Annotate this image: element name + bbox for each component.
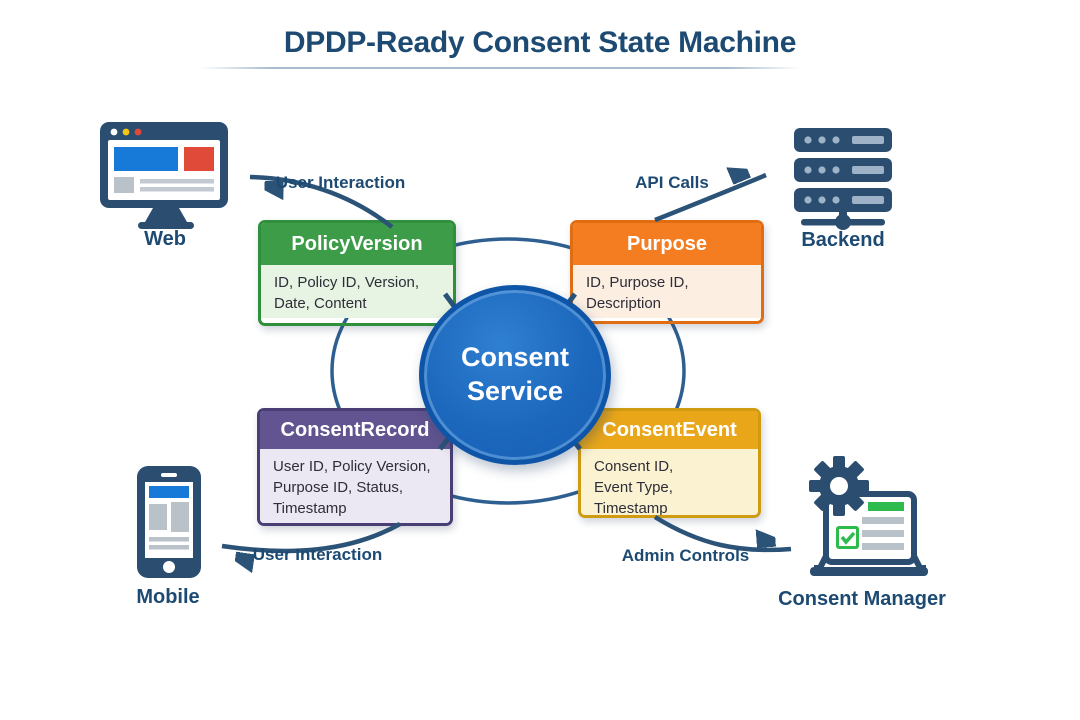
- entity-fields: User ID, Policy Version, Purpose ID, Sta…: [260, 449, 450, 523]
- entity-box-consentrecord: ConsentRecord User ID, Policy Version, P…: [257, 408, 453, 526]
- entity-fields: ID, Purpose ID, Description: [573, 265, 761, 318]
- smartphone-icon: [137, 466, 201, 578]
- actor-label-consent-manager: Consent Manager: [778, 588, 946, 610]
- title-divider: [200, 67, 800, 69]
- entity-title: PolicyVersion: [261, 223, 453, 265]
- entity-box-policyversion: PolicyVersion ID, Policy ID, Version, Da…: [258, 220, 456, 326]
- connection-label-api-calls: API Calls: [635, 173, 709, 192]
- actor-label-backend: Backend: [801, 229, 885, 251]
- entity-box-purpose: Purpose ID, Purpose ID, Description: [570, 220, 764, 324]
- entity-fields: Consent ID, Event Type, Timestamp: [581, 449, 758, 515]
- actor-label-web: Web: [144, 228, 186, 250]
- connection-label-admin-controls: Admin Controls: [621, 546, 750, 565]
- entity-title: ConsentRecord: [260, 411, 450, 449]
- connection-label-user-interaction-top: User Interaction: [275, 173, 406, 192]
- server-stack-icon: [794, 128, 892, 230]
- gear-icon: [809, 456, 869, 516]
- monitor-icon: [100, 122, 228, 229]
- entity-fields: ID, Policy ID, Version, Date, Content: [261, 265, 453, 318]
- entity-box-consentevent: ConsentEvent Consent ID, Event Type, Tim…: [578, 408, 761, 518]
- page-title: DPDP-Ready Consent State Machine: [283, 26, 797, 59]
- consent-service-label: Consent Service: [461, 342, 569, 406]
- entity-title: Purpose: [573, 223, 761, 265]
- gear-document-icon: [809, 456, 928, 576]
- connection-label-user-interaction-bottom: User Interaction: [252, 545, 383, 564]
- actor-label-mobile: Mobile: [136, 586, 200, 608]
- consent-service-node: Consent Service: [419, 285, 611, 465]
- entity-title: ConsentEvent: [581, 411, 758, 449]
